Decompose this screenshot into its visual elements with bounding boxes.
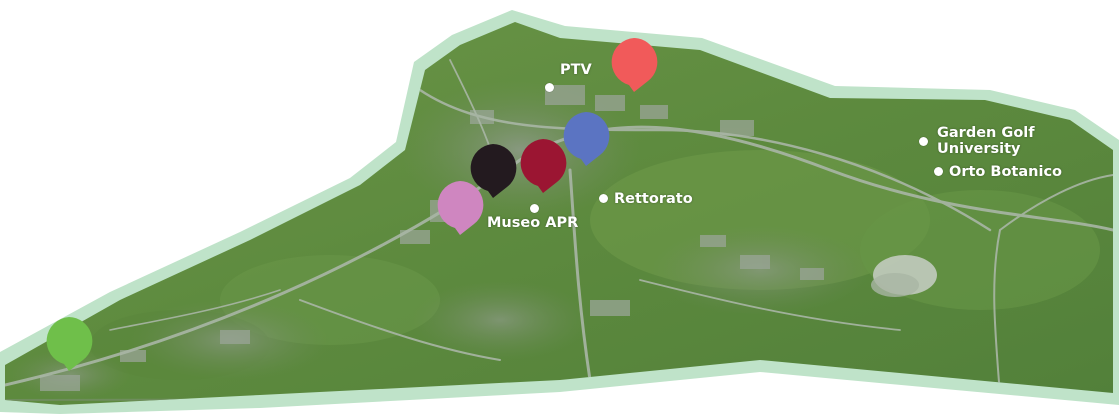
orto-botanico-marker-dot — [934, 167, 943, 176]
red-pin-marker[interactable] — [610, 38, 658, 94]
crimson-pin-marker[interactable] — [519, 139, 567, 195]
rettorato-marker-dot — [599, 194, 608, 203]
rettorato-label[interactable]: Rettorato — [614, 191, 693, 207]
ptv-label[interactable]: PTV — [560, 62, 592, 78]
museo-apr-label[interactable]: Museo APR — [487, 215, 579, 231]
garden-golf-label-line2[interactable]: University — [937, 141, 1021, 157]
black-pin-marker[interactable] — [469, 144, 517, 200]
museo-apr-marker-dot — [530, 204, 539, 213]
blue-pin-marker[interactable] — [562, 112, 610, 168]
ptv-marker-dot — [545, 83, 554, 92]
garden-golf-marker-dot — [919, 137, 928, 146]
pink-pin-marker[interactable] — [436, 181, 484, 237]
garden-golf-label-line1[interactable]: Garden Golf — [937, 125, 1035, 141]
orto-botanico-label[interactable]: Orto Botanico — [949, 164, 1062, 180]
green-pin-marker[interactable] — [45, 317, 93, 373]
